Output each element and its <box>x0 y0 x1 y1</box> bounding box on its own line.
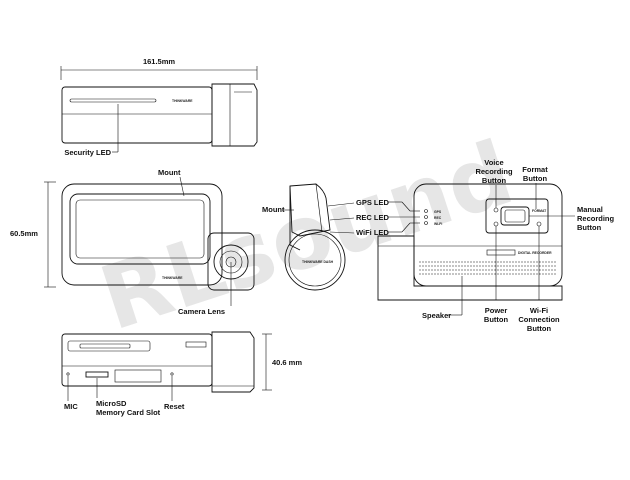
reset-label: Reset <box>164 402 185 411</box>
camera-lens-label: Camera Lens <box>178 307 225 316</box>
microsd-slot-label-line1: MicroSD <box>96 399 127 408</box>
manual-recording-label-line1: Manual <box>577 205 603 214</box>
rec-led-label: REC LED <box>356 213 390 222</box>
speaker-grille <box>419 261 556 275</box>
speaker-label: Speaker <box>422 311 451 320</box>
side-view: THINKWARE DASH Mount GPS LED REC LED WiF… <box>262 183 420 291</box>
mount-front-label: Mount <box>158 168 181 177</box>
watermark-text: RLsound <box>89 121 525 350</box>
rear-view: GPS REC Wi-Fi FORMAT DIGITAL RECORDER Vo… <box>377 158 615 333</box>
brand-logo: THINKWARE <box>172 99 193 103</box>
height-dimension: 60.5mm <box>10 229 38 238</box>
rear-led-rec: REC <box>434 216 442 220</box>
side-model-mark: THINKWARE DASH <box>302 260 334 264</box>
depth-dimension: 40.6 mm <box>272 358 302 367</box>
mic-label: MIC <box>64 402 78 411</box>
gps-led-label: GPS LED <box>356 198 390 207</box>
power-button-label-line2: Button <box>484 315 509 324</box>
top-view: 161.5mm THINKWARE Security LED <box>60 57 258 157</box>
wifi-led-label: WiFi LED <box>356 228 389 237</box>
format-button-label-line1: Format <box>522 165 548 174</box>
width-dimension: 161.5mm <box>143 57 175 66</box>
front-view: 60.5mm THINKWARE Mount Camera Lens <box>10 168 255 316</box>
security-led-label: Security LED <box>64 148 111 157</box>
wifi-button-label-line2: Connection <box>518 315 560 324</box>
mount-side-label: Mount <box>262 205 285 214</box>
power-button-label-line1: Power <box>485 306 508 315</box>
voice-recording-label-line1: Voice <box>484 158 503 167</box>
format-button-label-line2: Button <box>523 174 548 183</box>
bottom-view: 40.6 mm MIC MicroSD Memory Card Slot Res… <box>61 331 302 417</box>
rear-led-gps: GPS <box>434 210 442 214</box>
rear-format-mark: FORMAT <box>532 209 547 213</box>
rear-led-wifi: Wi-Fi <box>434 222 442 226</box>
wifi-button-label-line1: Wi-Fi <box>530 306 548 315</box>
manual-recording-label-line2: Recording <box>577 214 615 223</box>
front-brand-mark: THINKWARE <box>162 276 183 280</box>
wifi-button-label-line3: Button <box>527 324 552 333</box>
voice-recording-label-line3: Button <box>482 176 507 185</box>
microsd-slot-label-line2: Memory Card Slot <box>96 408 161 417</box>
manual-recording-label-line3: Button <box>577 223 602 232</box>
rear-panel-mark: DIGITAL RECORDER <box>518 251 552 255</box>
voice-recording-label-line2: Recording <box>475 167 513 176</box>
